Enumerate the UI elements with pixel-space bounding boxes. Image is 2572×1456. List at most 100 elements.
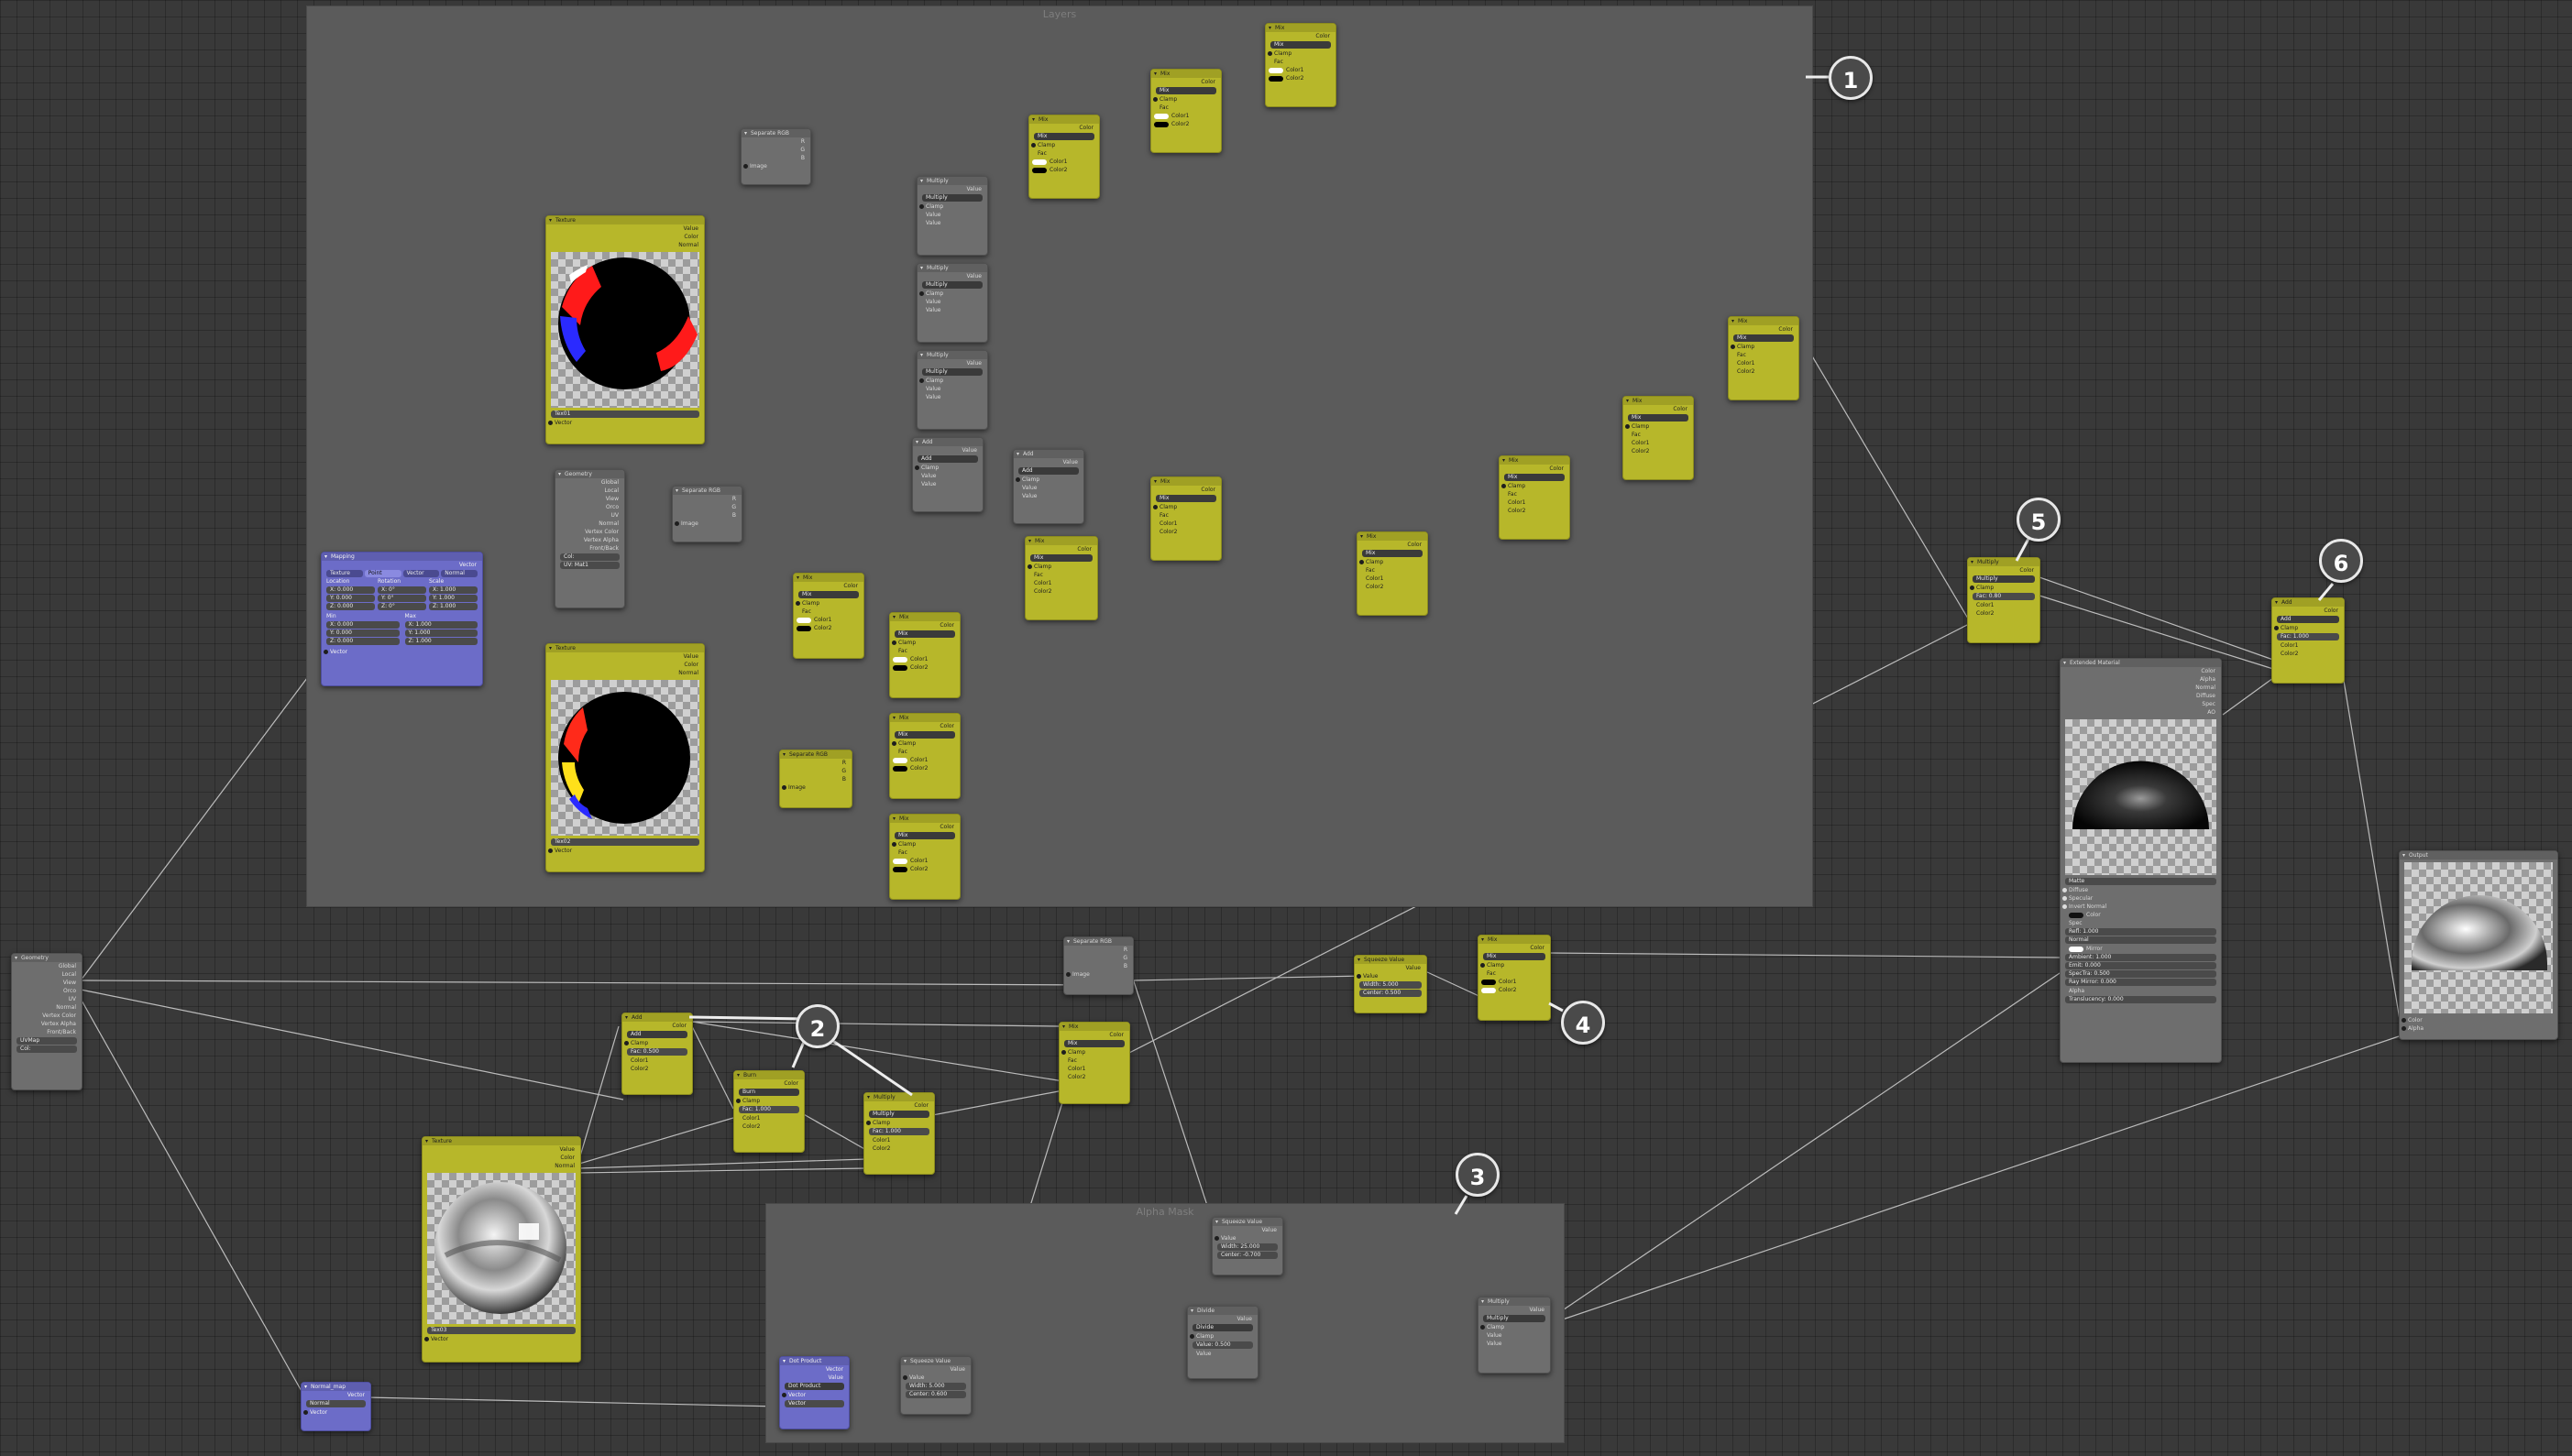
socket-dot[interactable] (1028, 564, 1032, 569)
operation-select[interactable]: Divide (1193, 1324, 1253, 1331)
socket-dot[interactable] (1031, 143, 1036, 148)
output-node[interactable]: Output Color Alpha (2399, 850, 2558, 1040)
blend-mode-select[interactable]: Mix (1156, 495, 1216, 502)
blend-mode-select[interactable]: Mix (1030, 554, 1093, 562)
clamp-checkbox[interactable]: Clamp (1151, 95, 1221, 104)
fac-slider[interactable]: Fac: 0.500 (627, 1048, 687, 1056)
blend-mode-select[interactable]: Add (627, 1031, 687, 1038)
socket-dot[interactable] (919, 378, 924, 383)
mix-node[interactable]: Mix Color Mix Clamp Fac Color1 Color2 (1622, 396, 1694, 480)
blend-mode-select[interactable]: Mix (1733, 334, 1794, 342)
socket-dot[interactable] (324, 650, 328, 654)
min-checkbox[interactable]: Min (326, 613, 336, 619)
color-swatch[interactable] (1154, 113, 1169, 119)
multiply-math-node[interactable]: Multiply Value Multiply Clamp Value Valu… (1478, 1297, 1551, 1374)
fac-slider[interactable]: Fac: 0.80 (1973, 593, 2035, 600)
socket-dot[interactable] (903, 1375, 907, 1380)
clamp-checkbox[interactable]: Clamp (1968, 584, 2039, 592)
blend-mode-select[interactable]: Mix (1034, 133, 1094, 140)
color-swatch[interactable] (1032, 167, 1047, 173)
blend-mode-select[interactable]: Multiply (869, 1111, 929, 1118)
normal-field[interactable]: Normal (306, 1400, 366, 1407)
min-x[interactable]: X: 0.000 (326, 621, 400, 629)
clamp-checkbox[interactable]: Clamp (890, 840, 960, 848)
socket-dot[interactable] (1359, 560, 1364, 564)
clamp-checkbox[interactable]: Clamp (1623, 422, 1693, 431)
divide-math-node[interactable]: Divide Value Divide Clamp Value: 0.500 V… (1187, 1306, 1259, 1379)
ambient-field[interactable]: Ambient: 1.000 (2065, 954, 2216, 961)
mix-node[interactable]: Mix Color Mix Clamp Fac Color1 Color2 (793, 573, 864, 659)
material-select[interactable]: Matte (2065, 878, 2216, 885)
blend-mode-select[interactable]: Multiply (1973, 575, 2035, 583)
multiply-mix-node[interactable]: Multiply Color Multiply Clamp Fac: 1.000… (863, 1092, 935, 1175)
clamp-checkbox[interactable]: Clamp (1729, 343, 1798, 351)
clamp-checkbox[interactable]: Clamp (890, 639, 960, 647)
fac-slider[interactable]: Fac: 1.000 (2277, 633, 2339, 640)
checkbox-icon[interactable] (2062, 904, 2067, 909)
color-swatch[interactable] (2069, 912, 2083, 918)
geometry-col-field[interactable]: Col: (560, 553, 620, 561)
socket-dot[interactable] (1480, 1325, 1485, 1330)
texture-node[interactable]: Texture Value Color Normal Tex01 Vector (545, 215, 705, 444)
blend-mode-select[interactable]: Mix (798, 591, 859, 598)
blend-mode-select[interactable]: Mix (1628, 414, 1688, 421)
add-mix-node[interactable]: Add Color Add Clamp Fac: 1.000 Color1 Co… (2271, 597, 2345, 684)
clamp-checkbox[interactable]: Clamp (918, 290, 987, 298)
center-field[interactable]: Center: 0.500 (1359, 990, 1422, 997)
blend-mode-select[interactable]: Mix (1156, 87, 1216, 94)
socket-dot[interactable] (743, 164, 748, 169)
mix-node[interactable]: Mix Color Mix Clamp Fac Color1 Color2 (1478, 935, 1551, 1021)
color-swatch[interactable] (893, 664, 907, 671)
clamp-checkbox[interactable]: Clamp (1500, 482, 1569, 490)
min-y[interactable]: Y: 0.000 (326, 629, 400, 637)
socket-dot[interactable] (866, 1121, 871, 1125)
geometry-uv-field[interactable]: UV: Mat1 (560, 562, 620, 569)
blend-mode-select[interactable]: Mix (895, 630, 955, 638)
max-checkbox[interactable]: Max (404, 613, 416, 619)
color-swatch[interactable] (893, 866, 907, 872)
normal-field[interactable]: Normal (2065, 936, 2216, 944)
diffuse-checkbox[interactable]: Diffuse (2061, 886, 2221, 894)
color-swatch[interactable] (797, 625, 811, 631)
geometry-node[interactable]: Geometry Global Local View Orco UV Norma… (555, 469, 625, 608)
color-swatch[interactable] (893, 858, 907, 864)
operation-select[interactable]: Add (918, 455, 978, 463)
frame-alpha-mask[interactable]: Alpha Mask (765, 1203, 1565, 1443)
geometry-uvmap-field[interactable]: UVMap (16, 1037, 77, 1045)
geometry-node[interactable]: Geometry Global Local View Orco UV Norma… (11, 953, 82, 1090)
clamp-checkbox[interactable]: Clamp (1188, 1332, 1258, 1341)
socket-dot[interactable] (624, 1041, 629, 1045)
socket-dot[interactable] (796, 601, 800, 606)
normal-node[interactable]: Normal_map Vector Normal Vector (301, 1382, 371, 1431)
refl-field[interactable]: Refl: 1.000 (2065, 928, 2216, 936)
scale-x[interactable]: X: 1.000 (429, 586, 478, 594)
checkbox-icon[interactable] (2062, 896, 2067, 901)
rot-z[interactable]: Z: 0° (378, 603, 426, 610)
scale-z[interactable]: Z: 1.000 (429, 603, 478, 610)
ray-mirror-field[interactable]: Ray Mirror: 0.000 (2065, 979, 2216, 986)
texture-node[interactable]: Texture Value Color Normal Tex03 Vector (422, 1136, 581, 1363)
blend-mode-select[interactable]: Mix (1483, 953, 1545, 960)
blend-mode-select[interactable]: Burn (739, 1089, 799, 1096)
socket-dot[interactable] (782, 785, 786, 790)
operation-select[interactable]: Add (1018, 467, 1079, 475)
emit-field[interactable]: Emit: 0.000 (2065, 962, 2216, 969)
separate-rgb-node[interactable]: Separate RGB R G B Image (672, 486, 742, 542)
min-z[interactable]: Z: 0.000 (326, 638, 400, 645)
socket-dot[interactable] (1016, 477, 1020, 482)
socket-dot[interactable] (1061, 1050, 1066, 1055)
color-swatch[interactable] (1154, 121, 1169, 127)
socket-dot[interactable] (1215, 1236, 1219, 1241)
loc-z[interactable]: Z: 0.000 (326, 603, 375, 610)
color-swatch[interactable] (893, 757, 907, 763)
clamp-checkbox[interactable]: Clamp (1014, 476, 1083, 484)
socket-dot[interactable] (2274, 626, 2279, 630)
add-math-node[interactable]: Add Value Add Clamp Value Value (1013, 449, 1084, 524)
max-z[interactable]: Z: 1.000 (404, 638, 478, 645)
color-swatch[interactable] (1269, 67, 1283, 73)
texture-field[interactable]: Tex03 (427, 1327, 576, 1334)
mix-node[interactable]: Mix Color Mix Clamp Fac Color1 Color2 (1499, 455, 1570, 540)
spectra-field[interactable]: SpecTra: 0.500 (2065, 970, 2216, 978)
socket-dot[interactable] (303, 1410, 308, 1415)
socket-dot[interactable] (915, 465, 919, 470)
